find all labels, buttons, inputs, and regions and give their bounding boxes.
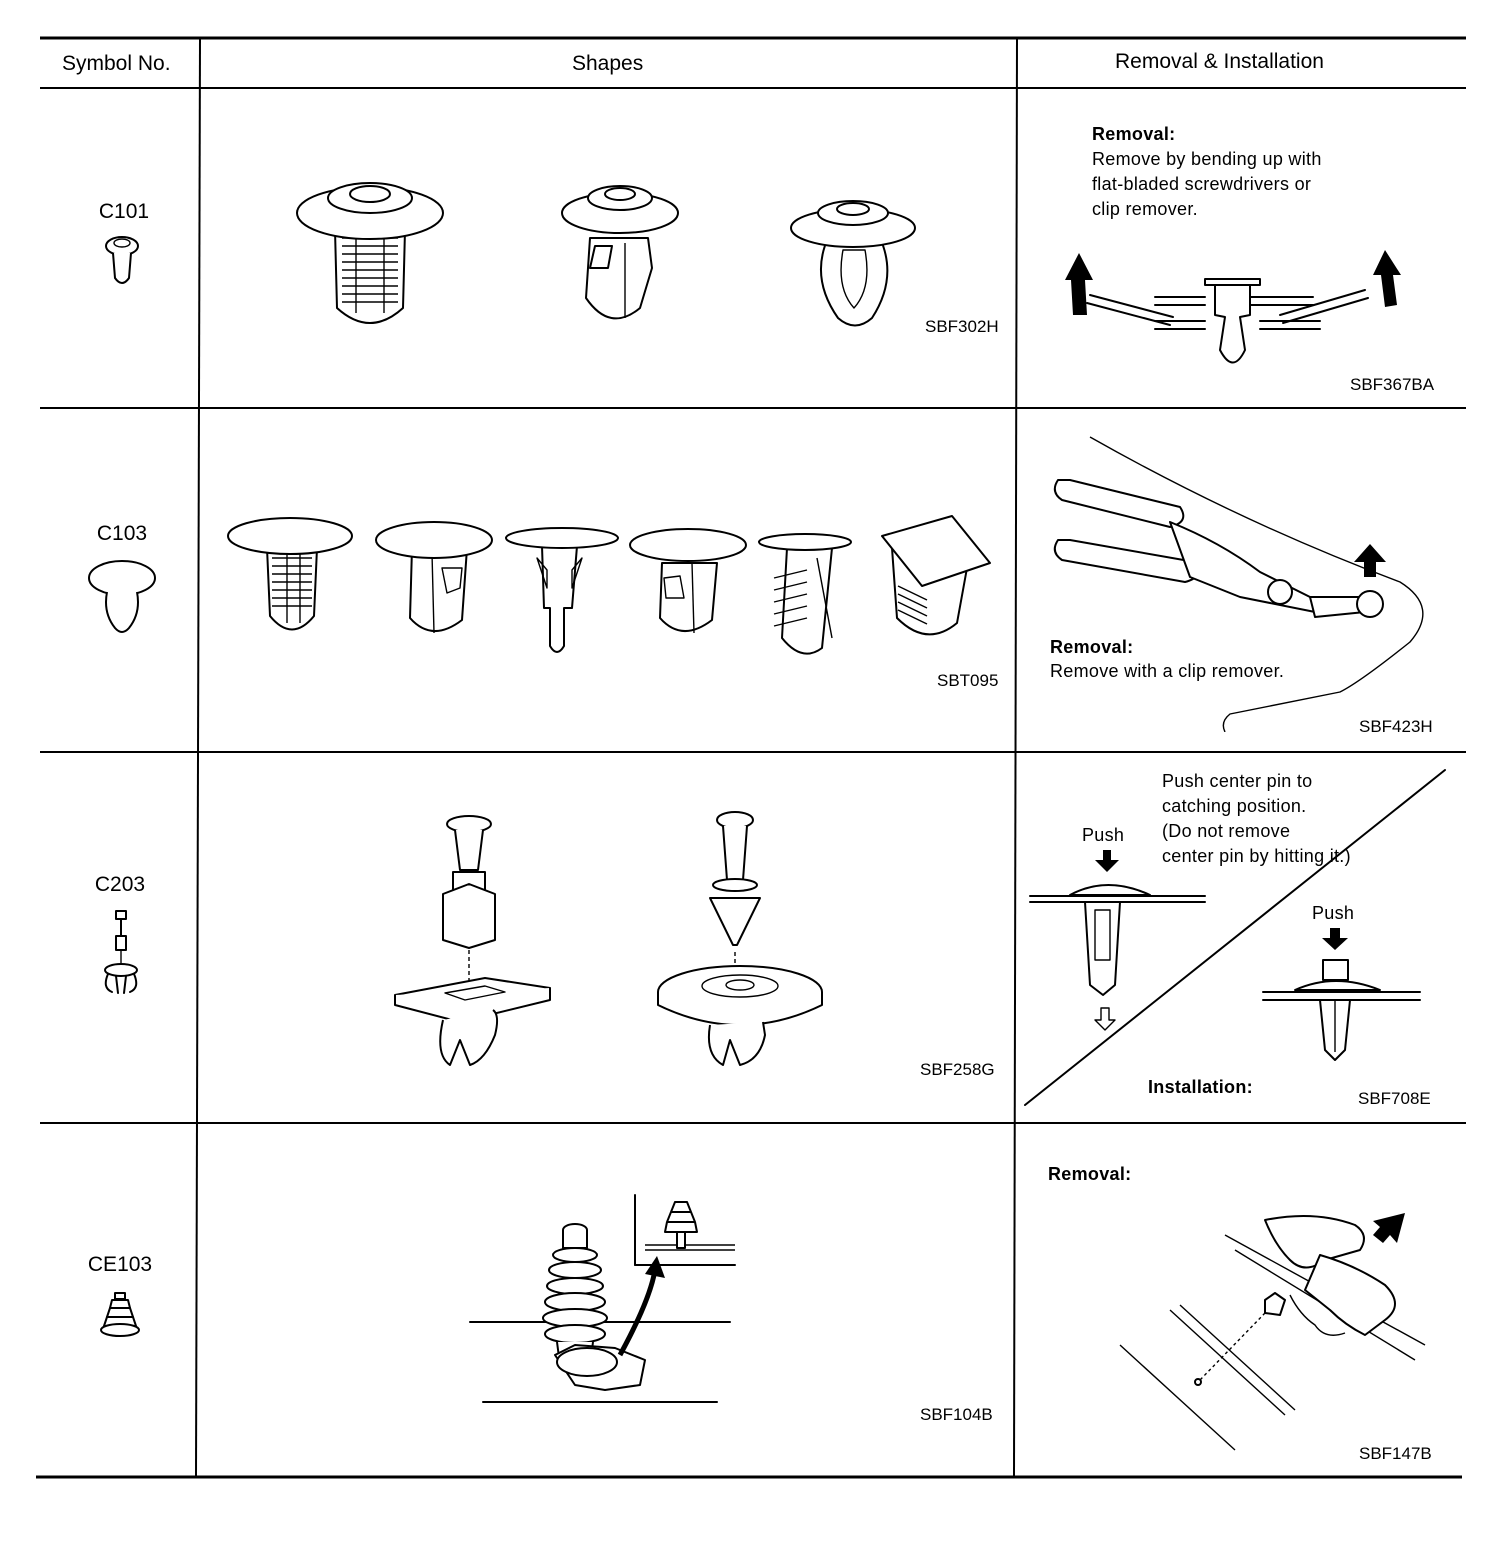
ce103-removal-heading: Removal: <box>1048 1164 1132 1184</box>
symbol-c103: C103 <box>96 522 148 545</box>
header-symbol-no: Symbol No. <box>62 52 171 75</box>
c101-shapes-illustration <box>296 182 916 327</box>
shape-code-sbf104b: SBF104B <box>920 1405 993 1424</box>
c203-shapes-illustration <box>394 811 823 1066</box>
ce103-symbol-icon <box>100 1292 140 1337</box>
symbol-ce103: CE103 <box>87 1253 153 1276</box>
c103-removal-heading: Removal: <box>1050 637 1134 657</box>
c101-removal-illustration <box>1065 250 1401 364</box>
symbol-c101: C101 <box>98 200 150 223</box>
removal-code-sbf423h: SBF423H <box>1359 717 1433 736</box>
removal-code-sbf367ba: SBF367BA <box>1350 375 1435 394</box>
ce103-shapes-illustration <box>469 1194 736 1403</box>
header-shapes: Shapes <box>572 52 644 75</box>
c203-instruction-text: Push center pin to catching position. (D… <box>1162 771 1351 866</box>
c103-removal-illustration <box>1053 436 1424 732</box>
header-removal-installation: Removal & Installation <box>1115 50 1324 73</box>
c101-removal-text: Remove by bending up with flat-bladed sc… <box>1092 149 1322 219</box>
c103-symbol-icon <box>88 560 156 633</box>
shape-code-sbf302h: SBF302H <box>925 317 999 336</box>
shape-code-sbt095: SBT095 <box>937 671 999 690</box>
symbol-c203: C203 <box>94 873 146 896</box>
c203-installation-heading: Installation: <box>1148 1077 1253 1097</box>
c203-removal-installation-illustration <box>1024 769 1446 1106</box>
c101-symbol-icon <box>105 236 139 284</box>
c203-symbol-icon <box>104 910 138 994</box>
c103-shapes-illustration <box>227 515 991 655</box>
c203-push-label-left: Push <box>1082 825 1125 845</box>
c203-push-label-right: Push <box>1312 903 1355 923</box>
ce103-removal-illustration <box>1119 1213 1426 1451</box>
c101-removal-heading: Removal: <box>1092 124 1176 144</box>
shape-code-sbf258g: SBF258G <box>920 1060 995 1079</box>
removal-code-sbf147b: SBF147B <box>1359 1444 1432 1463</box>
removal-code-sbf708e: SBF708E <box>1358 1089 1431 1108</box>
c103-removal-text: Remove with a clip remover. <box>1050 661 1285 681</box>
